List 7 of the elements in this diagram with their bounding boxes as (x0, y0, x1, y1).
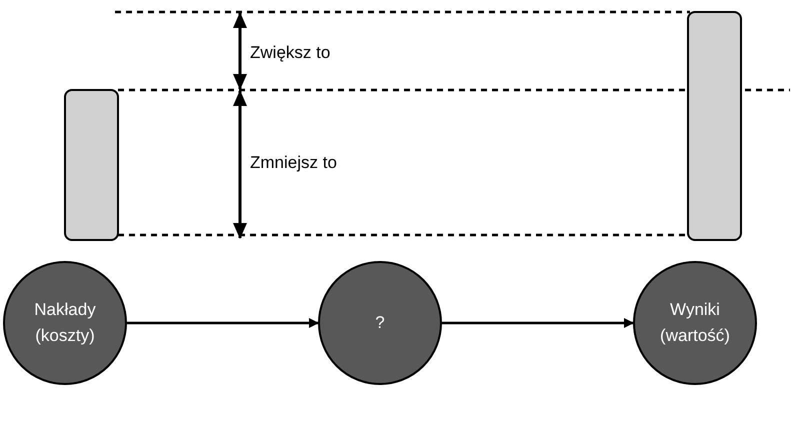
node-label: ? (375, 312, 385, 334)
dimension-label: Zmniejsz to (250, 152, 337, 174)
arrow (442, 318, 634, 328)
node-label: Wyniki (wartość) (659, 299, 731, 347)
dimension-label: Zwiększ to (250, 42, 330, 64)
arrow (127, 318, 319, 328)
node-label: Nakłady (koszty) (33, 299, 97, 347)
